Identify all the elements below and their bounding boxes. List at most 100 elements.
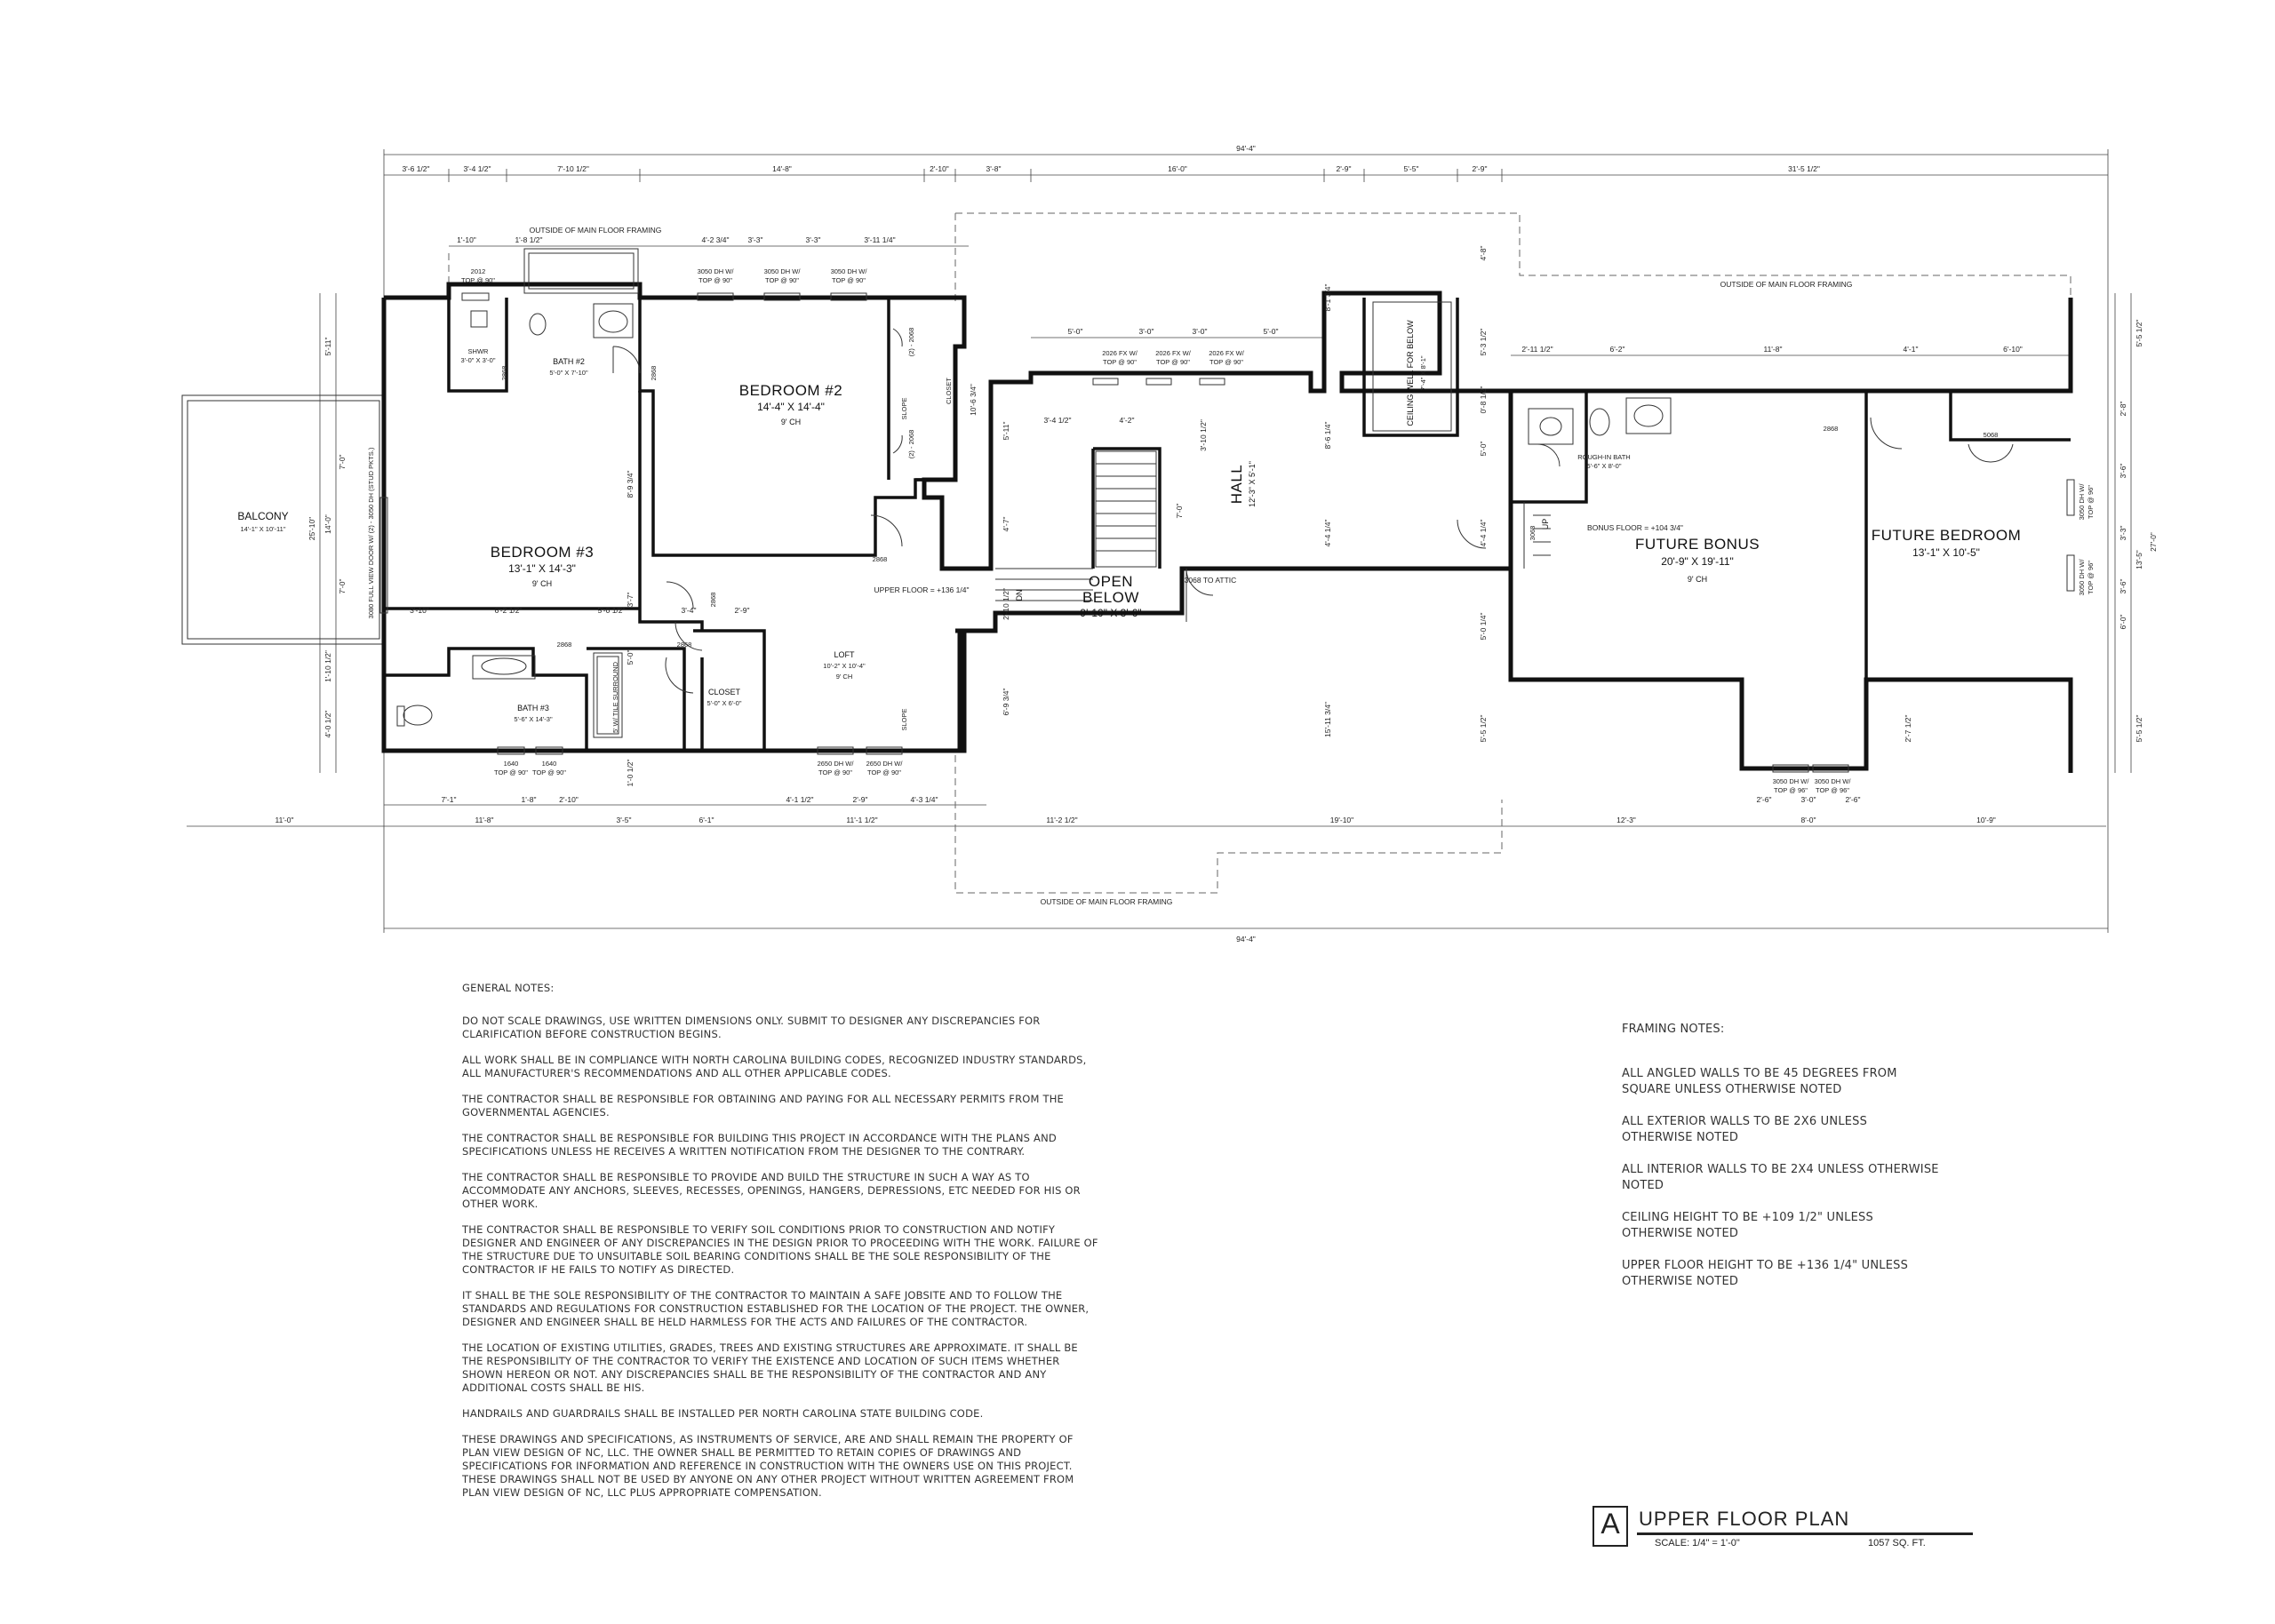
dim-hall-1: 3'-4 1/2" — [1043, 416, 1071, 425]
dim-top2-3: 4'-2 3/4" — [701, 235, 729, 244]
dim-left-1: 5'-11" — [323, 337, 332, 355]
room-bedroom-3: BEDROOM #3 13'-1" X 14'-3" 9' CH — [491, 544, 594, 588]
svg-text:BELOW: BELOW — [1082, 589, 1139, 606]
svg-text:12'-3" X 5'-1": 12'-3" X 5'-1" — [1248, 461, 1257, 507]
dim-bot2-2: 11'-8" — [475, 816, 493, 824]
dim-bot2-5: 11'-1 1/2" — [846, 816, 877, 824]
svg-text:9' CH: 9' CH — [1688, 575, 1707, 584]
dim-misc-5: 5'-0" — [1479, 442, 1488, 457]
window-3050-c: 3050 DH W/TOP @ 90" — [831, 267, 868, 284]
door-2068-a: (2) - 2068 — [907, 328, 915, 357]
dim-misc-22: 5'-5 1/2" — [1479, 714, 1488, 742]
svg-text:3'-0" X 3'-0": 3'-0" X 3'-0" — [460, 356, 495, 364]
svg-text:LOFT: LOFT — [834, 650, 855, 659]
general-note-8: THE LOCATION OF EXISTING UTILITIES, GRAD… — [462, 1341, 1078, 1394]
dim-bot1-3: 2'-10" — [559, 795, 579, 804]
svg-text:TOP @ 90": TOP @ 90" — [532, 768, 566, 776]
svg-text:10'-2" X 10'-4": 10'-2" X 10'-4" — [823, 662, 866, 670]
dim-misc-7: 4'-4 1/4" — [1323, 519, 1332, 546]
door-2868-5: 2868 — [709, 593, 717, 608]
dim-top-10: 2'-9" — [1473, 164, 1488, 173]
svg-text:TOP @ 90": TOP @ 90" — [1209, 358, 1243, 366]
up-label: UP — [1541, 519, 1550, 530]
general-note-4: THE CONTRACTOR SHALL BE RESPONSIBLE FOR … — [462, 1132, 1057, 1158]
interior-walls — [384, 298, 2071, 751]
dim-misc-13: 2'-10 1/2" — [1002, 588, 1010, 620]
dim-stair-2: 3'-0" — [1139, 327, 1154, 336]
dim-right-col-9: 13'-5" — [2135, 550, 2143, 569]
dim-top2-1: 1'-10" — [457, 235, 476, 244]
dim-bot2-4: 6'-1" — [699, 816, 714, 824]
svg-text:ROUGH-IN BATH: ROUGH-IN BATH — [1577, 453, 1630, 461]
sheet-letter: A — [1600, 1508, 1620, 1540]
dim-bot2-9: 8'-0" — [1801, 816, 1816, 824]
dim-top2-2: 1'-8 1/2" — [515, 235, 542, 244]
svg-text:3050 DH W/: 3050 DH W/ — [1773, 777, 1810, 785]
svg-text:BALCONY: BALCONY — [237, 510, 288, 522]
door-5068: 5068 — [1984, 431, 1999, 439]
upper-floor-label: UPPER FLOOR = +136 1/4" — [874, 585, 970, 594]
svg-text:CLOSET: CLOSET — [945, 378, 953, 404]
svg-text:3050 DH W/: 3050 DH W/ — [2078, 483, 2086, 521]
framing-note-3: ALL INTERIOR WALLS TO BE 2X4 UNLESS OTHE… — [1622, 1163, 1939, 1192]
svg-text:2026 FX W/: 2026 FX W/ — [1102, 349, 1138, 357]
window-3050-d: 3050 DH W/TOP @ 96" — [1773, 777, 1810, 794]
balcony-door-label: 3080 FULL VIEW DOOR W/ (2) - 3050 DH (ST… — [367, 447, 375, 618]
svg-text:1640: 1640 — [504, 760, 519, 768]
dim-misc-8: 6'-9 3/4" — [1002, 688, 1010, 715]
window-markers — [379, 292, 2075, 773]
svg-text:1640: 1640 — [542, 760, 557, 768]
dim-bot1-4: 4'-1 1/2" — [786, 795, 813, 804]
dim-top2-5: 3'-3" — [806, 235, 821, 244]
door-2068-b: (2) - 2068 — [907, 430, 915, 459]
ceiling-well-size: 7'-4" X 8'-1" — [1419, 355, 1427, 390]
svg-text:14'-4" X 14'-4": 14'-4" X 14'-4" — [757, 401, 825, 413]
room-rough-in-bath: ROUGH-IN BATH 5'-6" X 8'-0" — [1577, 453, 1630, 470]
drawing-scale: SCALE: 1/4" = 1'-0" — [1655, 1538, 1740, 1548]
dim-top-4: 14'-8" — [772, 164, 792, 173]
dim-bot2-3: 3'-5" — [617, 816, 632, 824]
room-closet: CLOSET 5'-0" X 6'-0" — [706, 688, 741, 707]
dim-misc-21: 4'-4 1/4" — [1479, 519, 1488, 546]
dim-bot1-8: 3'-0" — [1801, 795, 1816, 804]
title-block: A UPPER FLOOR PLAN SCALE: 1/4" = 1'-0" 1… — [1592, 1506, 1975, 1550]
window-3050-g: 3050 DH W/TOP @ 96" — [2078, 559, 2095, 596]
dim-misc-10: 10'-6 3/4" — [969, 384, 978, 416]
dim-right-4: 4'-1" — [1904, 345, 1919, 354]
plumbing-fixtures — [396, 248, 1672, 738]
svg-text:2012: 2012 — [471, 267, 486, 275]
svg-text:9' CH: 9' CH — [532, 579, 552, 588]
svg-text:TOP @ 96": TOP @ 96" — [1816, 786, 1849, 794]
door-2868-4: 2868 — [677, 641, 692, 649]
dim-misc-16: 3'-7" — [626, 593, 635, 608]
general-note-9: HANDRAILS AND GUARDRAILS SHALL BE INSTAL… — [462, 1407, 984, 1420]
framing-note-1: ALL ANGLED WALLS TO BE 45 DEGREES FROM S… — [1622, 1067, 1897, 1096]
room-bath-3: BATH #3 5'-6" X 14'-3" — [514, 704, 553, 723]
dim-left-6: 14'-0" — [323, 514, 332, 534]
slope-label-closet: SLOPE — [900, 397, 908, 419]
floor-area: 1057 SQ. FT. — [1868, 1538, 1926, 1548]
door-2868-2: 2868 — [650, 366, 658, 381]
svg-text:FUTURE BONUS: FUTURE BONUS — [1635, 536, 1760, 553]
svg-text:3050 DH W/: 3050 DH W/ — [831, 267, 868, 275]
bonus-floor-label: BONUS FLOOR = +104 3/4" — [1587, 523, 1683, 532]
dim-bot2-10: 10'-9" — [1976, 816, 1996, 824]
dim-top-8: 2'-9" — [1337, 164, 1352, 173]
dim-right-col-3: 3'-6" — [2119, 464, 2127, 479]
svg-text:TOP @ 90": TOP @ 90" — [867, 768, 901, 776]
dim-bath3-5: 2'-9" — [735, 606, 750, 615]
dim-misc-3: 5'-3 1/2" — [1479, 328, 1488, 355]
svg-text:HALL: HALL — [1228, 465, 1245, 505]
dim-misc-1: 4'-8" — [1479, 246, 1488, 261]
dim-bot1-7: 2'-6" — [1757, 795, 1772, 804]
svg-text:BATH #2: BATH #2 — [553, 357, 585, 366]
room-future-bonus: FUTURE BONUS 20'-9" X 19'-11" 9' CH — [1635, 536, 1760, 584]
general-note-5: THE CONTRACTOR SHALL BE RESPONSIBLE TO P… — [462, 1171, 1081, 1210]
svg-text:BATH #3: BATH #3 — [517, 704, 549, 712]
dim-bot1-1: 7'-1" — [442, 795, 457, 804]
general-note-2: ALL WORK SHALL BE IN COMPLIANCE WITH NOR… — [462, 1054, 1087, 1079]
room-bedroom-2: BEDROOM #2 14'-4" X 14'-4" 9' CH — [739, 382, 842, 426]
dim-bot2-7: 19'-10" — [1330, 816, 1353, 824]
dim-right-col-8: 27'-0" — [2149, 532, 2158, 552]
